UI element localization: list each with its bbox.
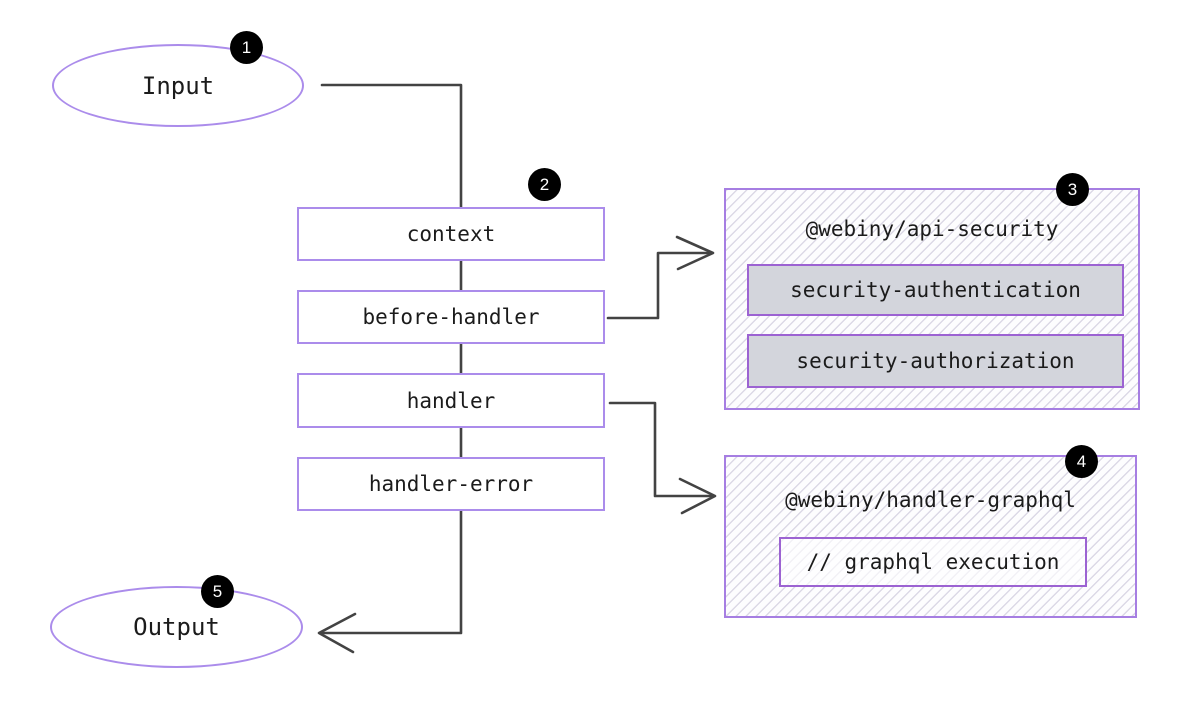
- flow-box-before-handler-label: before-handler: [362, 305, 540, 329]
- graphql-arrowhead-icon: [678, 477, 717, 515]
- step-badge-1: 1: [230, 31, 263, 64]
- flow-box-context: context: [297, 207, 605, 261]
- flow-box-handler-error: handler-error: [297, 457, 605, 511]
- graphql-execution-label: // graphql execution: [806, 550, 1060, 574]
- main-flow-line: [318, 83, 463, 635]
- flow-box-handler-label: handler: [406, 388, 496, 413]
- step-badge-2: 2: [528, 168, 561, 201]
- output-arrowhead-icon: [317, 612, 357, 654]
- handler-graphql-container: @webiny/handler-graphql // graphql execu…: [724, 455, 1137, 618]
- output-node: Output: [50, 586, 303, 668]
- step-badge-3: 3: [1056, 173, 1089, 206]
- plugin-box-security-authentication: security-authentication: [747, 264, 1124, 316]
- api-security-title: @webiny/api-security: [805, 217, 1059, 241]
- flow-box-handler: handler: [297, 373, 605, 428]
- step-badge-4: 4: [1065, 445, 1098, 478]
- security-arrowhead-icon: [675, 235, 715, 271]
- before-handler-to-security-line: [606, 251, 712, 320]
- graphql-execution-box: // graphql execution: [779, 537, 1087, 587]
- security-authorization-label: security-authorization: [796, 349, 1075, 373]
- flow-box-handler-error-label: handler-error: [368, 472, 534, 496]
- handler-graphql-title: @webiny/handler-graphql: [785, 488, 1076, 512]
- flow-box-before-handler: before-handler: [297, 290, 605, 344]
- output-label: Output: [133, 613, 220, 641]
- input-label: Input: [141, 71, 215, 100]
- flow-box-context-label: context: [406, 222, 496, 246]
- security-authentication-label: security-authentication: [790, 278, 1081, 302]
- handler-to-graphql-line: [608, 401, 714, 498]
- step-badge-5: 5: [201, 575, 234, 608]
- input-node: Input: [52, 44, 304, 127]
- plugin-box-security-authorization: security-authorization: [747, 334, 1124, 388]
- api-security-container: @webiny/api-security security-authentica…: [724, 188, 1140, 410]
